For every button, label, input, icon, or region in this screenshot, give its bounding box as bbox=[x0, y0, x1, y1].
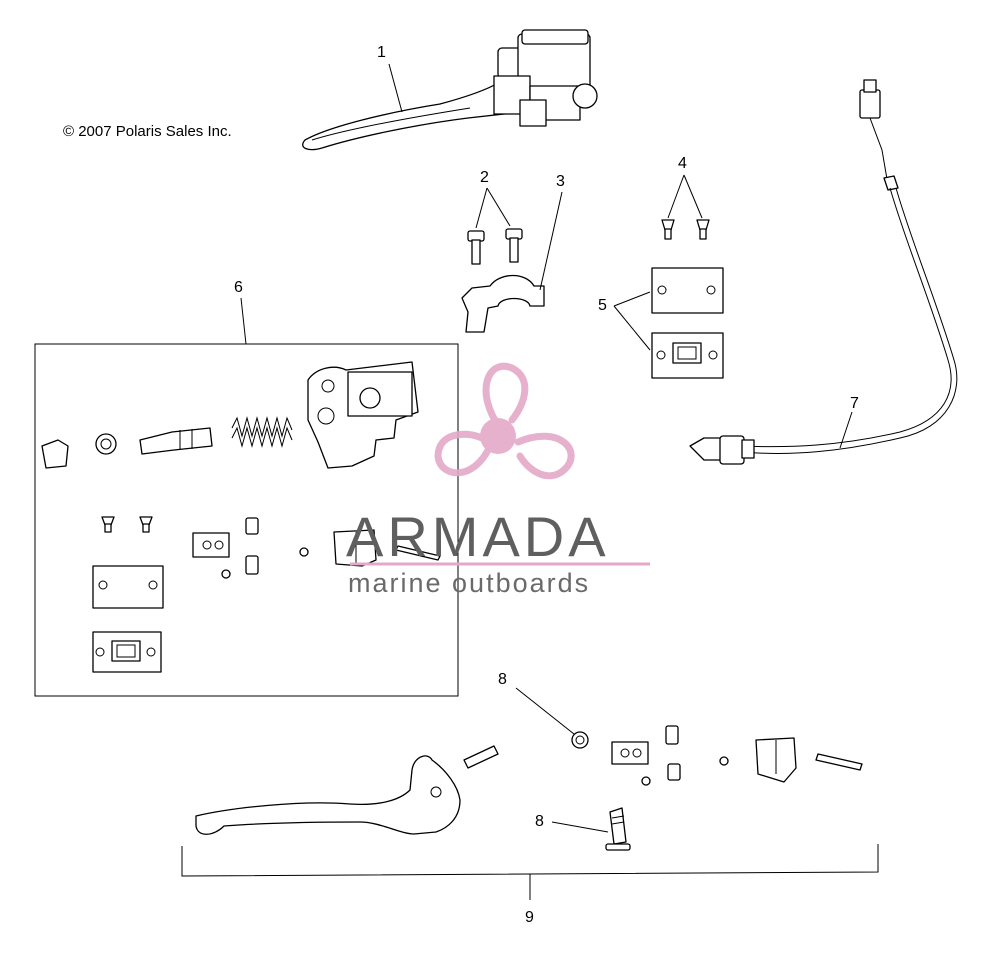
lever-kit-parts bbox=[195, 725, 863, 851]
brake-switch-cable bbox=[689, 79, 958, 465]
lever-kit-bracket bbox=[181, 844, 879, 877]
callout-9: 9 bbox=[525, 909, 534, 926]
handlebar-clamp bbox=[461, 274, 545, 333]
rebuild-kit-box bbox=[34, 343, 459, 697]
leader-lines bbox=[240, 63, 853, 900]
callout-5: 5 bbox=[598, 297, 607, 314]
callout-4: 4 bbox=[678, 155, 687, 172]
master-cylinder-assembly bbox=[302, 29, 598, 151]
watermark-brand: ARMADA bbox=[346, 505, 610, 568]
callout-7: 7 bbox=[850, 395, 859, 412]
callout-8a: 8 bbox=[498, 671, 507, 688]
cover-screws bbox=[661, 219, 710, 240]
callout-8b: 8 bbox=[535, 813, 544, 830]
copyright-text: © 2007 Polaris Sales Inc. bbox=[63, 123, 232, 140]
bolts-pair bbox=[467, 228, 523, 265]
callout-2: 2 bbox=[480, 169, 489, 186]
rebuild-kit-parts bbox=[41, 361, 441, 673]
callout-3: 3 bbox=[556, 173, 565, 190]
reservoir-cover-and-gasket bbox=[651, 267, 724, 379]
callout-1: 1 bbox=[377, 44, 386, 61]
callout-6: 6 bbox=[234, 279, 243, 296]
watermark-tagline: marine outboards bbox=[348, 568, 590, 598]
watermark-logo bbox=[434, 362, 575, 480]
